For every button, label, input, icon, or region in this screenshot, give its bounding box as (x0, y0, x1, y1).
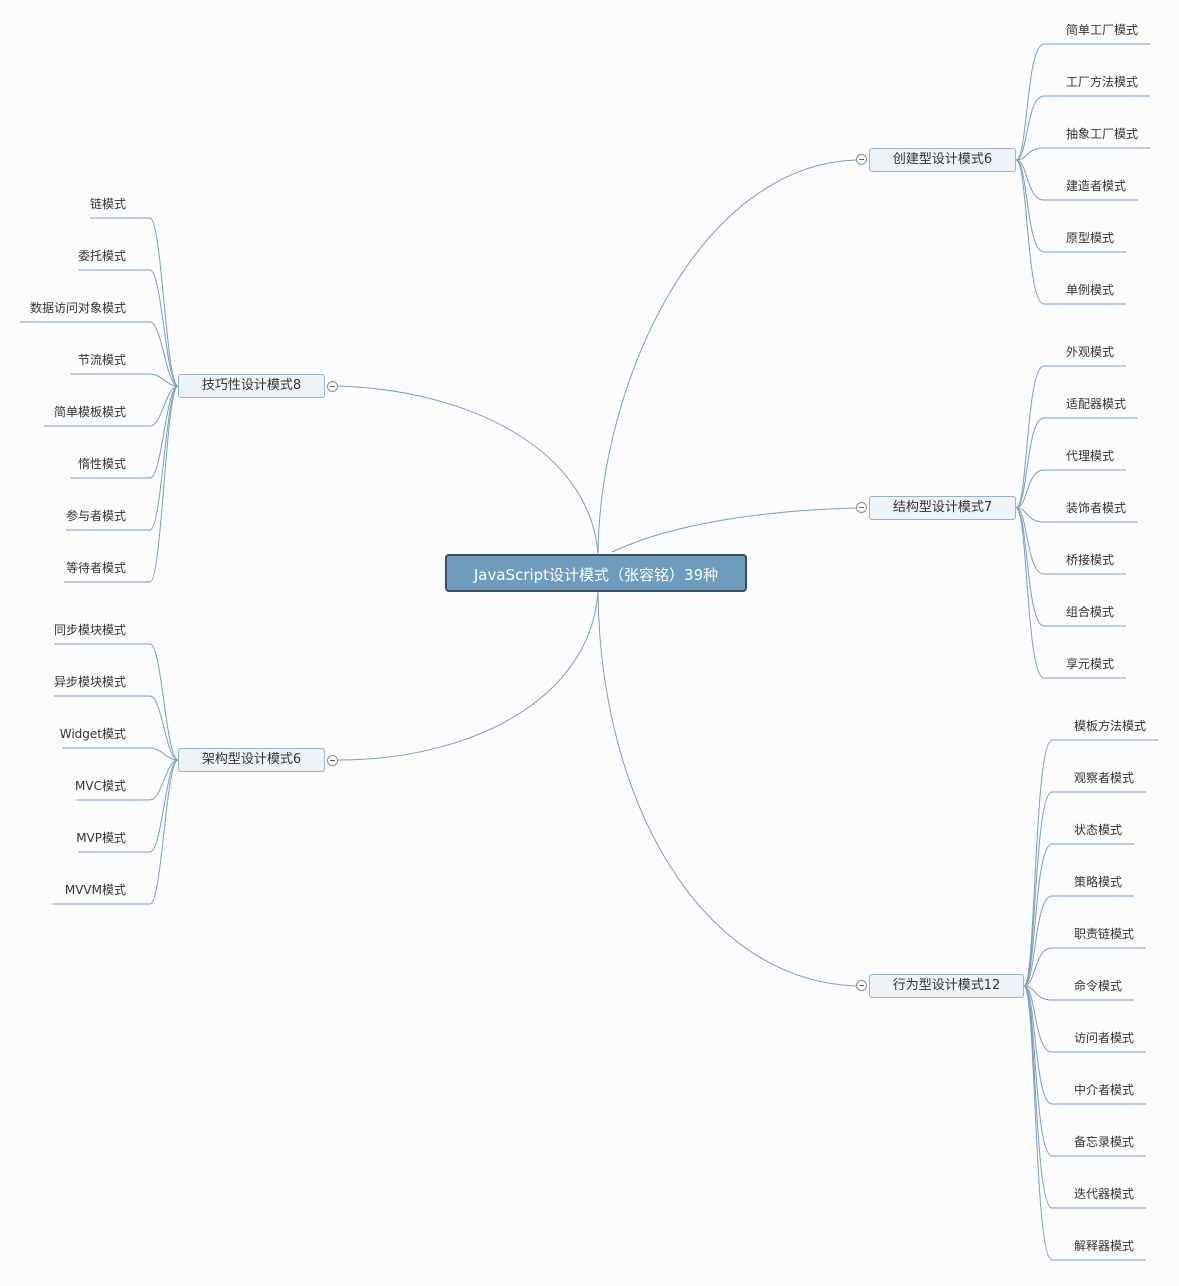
leaf-node[interactable]: 原型模式 (1066, 231, 1115, 245)
leaf-node[interactable]: MVC模式 (75, 779, 126, 793)
link-branch-leaf (1015, 159, 1126, 253)
link-branch-leaf (1015, 365, 1126, 509)
branch-technique[interactable]: 技巧性设计模式8 (178, 374, 325, 398)
leaf-node[interactable]: 节流模式 (77, 353, 126, 367)
leaf-node[interactable]: 异步模块模式 (53, 675, 126, 689)
link-branch-leaf (1015, 95, 1150, 161)
link-root-architecture (337, 591, 599, 761)
link-branch-leaf (62, 747, 179, 761)
branch-architecture[interactable]: 架构型设计模式6 (178, 748, 325, 772)
leaf-node[interactable]: MVVM模式 (64, 883, 126, 897)
link-branch-leaf (1023, 947, 1146, 987)
leaf-node[interactable]: 单例模式 (1066, 283, 1115, 297)
link-branch-leaf (1015, 507, 1138, 523)
link-branch-leaf (1015, 469, 1126, 509)
collapse-structural-icon[interactable] (856, 502, 867, 513)
link-branch-leaf (70, 373, 179, 387)
link-branch-leaf (1015, 147, 1150, 161)
link-branch-leaf (1015, 43, 1150, 161)
leaf-node[interactable]: 链模式 (89, 197, 126, 211)
leaf-node[interactable]: 解释器模式 (1074, 1239, 1135, 1253)
leaf-node[interactable]: 简单工厂模式 (1066, 23, 1139, 37)
link-branch-leaf (1015, 507, 1126, 679)
link-branch-leaf (1023, 985, 1134, 1001)
branch-creational[interactable]: 创建型设计模式6 (869, 148, 1016, 172)
link-branch-leaf (1015, 507, 1126, 575)
link-branch-leaf (66, 385, 179, 531)
leaf-node[interactable]: 适配器模式 (1066, 397, 1127, 411)
leaf-node[interactable]: Widget模式 (59, 727, 126, 741)
link-branch-leaf (78, 269, 179, 387)
leaf-node[interactable]: 访问者模式 (1074, 1031, 1135, 1045)
collapse-technique-icon[interactable] (327, 381, 338, 392)
leaf-node[interactable]: 简单模板模式 (53, 405, 126, 419)
leaf-node[interactable]: 外观模式 (1066, 345, 1115, 359)
link-branch-leaf (1023, 843, 1134, 987)
leaf-node[interactable]: 模板方法模式 (1074, 719, 1147, 733)
link-branch-leaf (44, 385, 179, 427)
leaf-node[interactable]: 工厂方法模式 (1066, 75, 1139, 89)
leaf-node[interactable]: 等待者模式 (65, 561, 126, 575)
link-root-behavioral (597, 591, 857, 987)
leaf-node[interactable]: 装饰者模式 (1066, 501, 1127, 515)
branch-behavioral[interactable]: 行为型设计模式12 (869, 974, 1024, 998)
link-branch-leaf (1015, 159, 1126, 305)
link-branch-leaf (1023, 985, 1146, 1105)
link-branch-leaf (1023, 895, 1134, 987)
link-branch-leaf (1015, 417, 1138, 509)
leaf-node[interactable]: MVP模式 (76, 831, 126, 845)
link-branch-leaf (1023, 791, 1146, 987)
link-root-creational (597, 159, 857, 555)
collapse-architecture-icon[interactable] (327, 755, 338, 766)
root-node[interactable]: JavaScript设计模式（张容铭）39种 (445, 554, 747, 592)
leaf-node[interactable]: 中介者模式 (1074, 1083, 1135, 1097)
leaf-node[interactable]: 同步模块模式 (53, 623, 126, 637)
link-branch-leaf (70, 385, 179, 479)
link-branch-leaf (64, 385, 179, 583)
leaf-node[interactable]: 组合模式 (1066, 605, 1115, 619)
link-branch-leaf (54, 643, 179, 761)
link-root-technique (337, 385, 599, 555)
branch-structural[interactable]: 结构型设计模式7 (869, 496, 1016, 520)
leaf-node[interactable]: 参与者模式 (65, 509, 126, 523)
leaf-node[interactable]: 策略模式 (1074, 875, 1123, 889)
collapse-behavioral-icon[interactable] (856, 980, 867, 991)
leaf-node[interactable]: 享元模式 (1066, 657, 1115, 671)
link-branch-leaf (54, 695, 179, 761)
link-branch-leaf (20, 321, 179, 387)
link-branch-leaf (1023, 739, 1158, 987)
leaf-node[interactable]: 命令模式 (1074, 979, 1123, 993)
leaf-node[interactable]: 抽象工厂模式 (1066, 127, 1139, 141)
leaf-node[interactable]: 委托模式 (77, 249, 126, 263)
leaf-node[interactable]: 状态模式 (1074, 823, 1123, 837)
link-branch-leaf (52, 759, 179, 905)
link-branch-leaf (1015, 507, 1126, 627)
link-branch-leaf (1015, 159, 1138, 201)
leaf-node[interactable]: 职责链模式 (1074, 927, 1135, 941)
link-branch-leaf (76, 759, 179, 801)
leaf-node[interactable]: 代理模式 (1066, 449, 1115, 463)
link-branch-leaf (1023, 985, 1146, 1053)
leaf-node[interactable]: 建造者模式 (1066, 179, 1127, 193)
leaf-node[interactable]: 备忘录模式 (1074, 1135, 1135, 1149)
leaf-node[interactable]: 惰性模式 (77, 457, 126, 471)
collapse-creational-icon[interactable] (856, 154, 867, 165)
leaf-node[interactable]: 迭代器模式 (1074, 1187, 1135, 1201)
link-branch-leaf (1023, 985, 1146, 1157)
link-branch-leaf (90, 217, 179, 387)
leaf-node[interactable]: 桥接模式 (1066, 553, 1115, 567)
leaf-node[interactable]: 数据访问对象模式 (29, 301, 126, 315)
link-branch-leaf (78, 759, 179, 853)
link-branch-leaf (1023, 985, 1146, 1261)
leaf-node[interactable]: 观察者模式 (1074, 771, 1135, 785)
link-root-structural (611, 507, 857, 553)
